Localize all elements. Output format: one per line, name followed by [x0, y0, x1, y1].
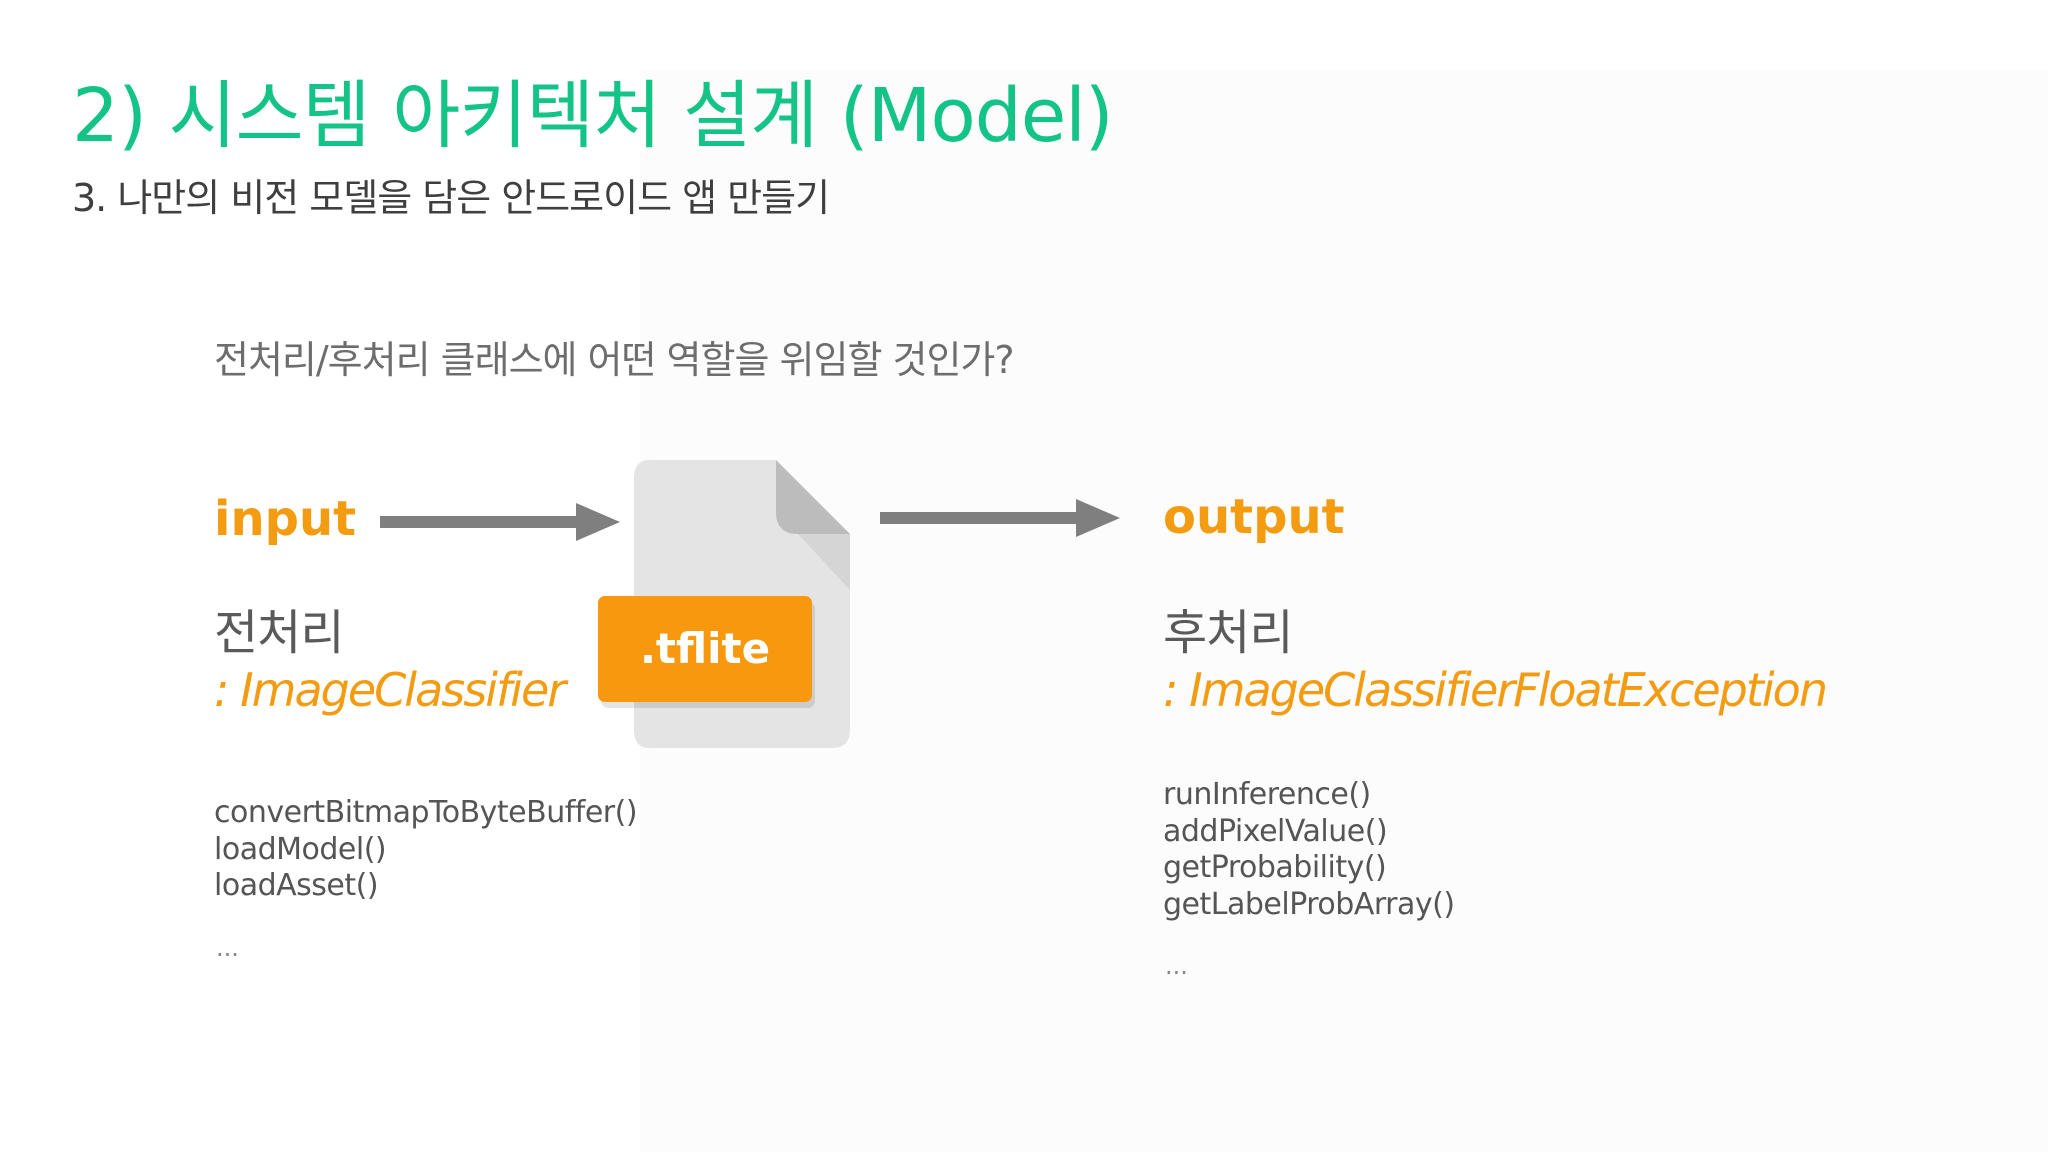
method-item: getLabelProbArray(): [1163, 886, 1455, 922]
slide-subtitle: 3. 나만의 비전 모델을 담은 안드로이드 앱 만들기: [72, 176, 830, 220]
method-item: runInference(): [1163, 777, 1371, 812]
method-item: getProbability(): [1163, 850, 1387, 885]
postprocess-method-list: runInference() addPixelValue() getProbab…: [1163, 777, 1455, 923]
preprocess-method-list: convertBitmapToByteBuffer() loadModel() …: [214, 795, 638, 905]
slide-title: 2) 시스템 아키텍처 설계 (Model): [72, 73, 1114, 159]
question-text: 전처리/후처리 클래스에 어떤 역할을 위임할 것인가?: [214, 338, 1015, 382]
method-item: loadModel(): [214, 831, 387, 867]
postprocess-class-name: : ImageClassifierFloatException: [1163, 663, 1828, 717]
preprocess-class-name: : ImageClassifier: [214, 663, 566, 717]
input-label: input: [214, 491, 357, 547]
method-item: loadAsset(): [214, 868, 379, 903]
method-item: convertBitmapToByteBuffer(): [214, 795, 638, 830]
output-label: output: [1163, 489, 1345, 545]
postprocess-ellipsis: ...: [1165, 952, 1188, 980]
tflite-model-badge: .tflite: [598, 596, 812, 702]
method-item: addPixelValue(): [1163, 813, 1388, 849]
postprocess-label: 후처리: [1163, 605, 1293, 661]
right-arrow-icon: [380, 503, 620, 541]
faint-background-panel: [640, 70, 2048, 1152]
right-arrow-icon: [880, 499, 1120, 537]
preprocess-label: 전처리: [214, 605, 344, 661]
preprocess-ellipsis: ...: [216, 934, 239, 962]
